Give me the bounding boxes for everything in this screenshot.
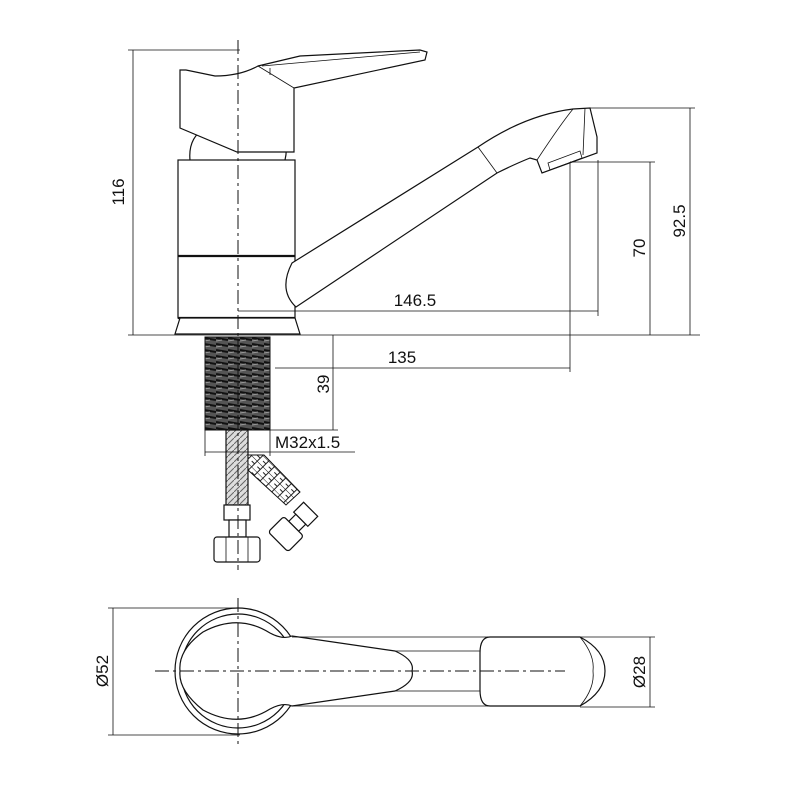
mixer-body (177, 159, 296, 319)
dim-thread: M32x1.5 (275, 433, 340, 452)
side-view: 116 92.5 70 146.5 135 39 M32x1.5 (109, 40, 700, 570)
dim-total-height: 116 (109, 178, 128, 205)
dim-spout-top-height: 92.5 (670, 204, 689, 237)
hose-nut (213, 536, 261, 563)
spout (285, 107, 598, 308)
top-view: Ø52 Ø28 (93, 598, 655, 745)
dim-spout-reach: 146.5 (394, 291, 437, 310)
lever-handle (179, 49, 428, 153)
hose-nut-angled (268, 517, 303, 552)
dim-base-diameter: Ø52 (93, 655, 112, 687)
supply-hose-straight (225, 429, 249, 506)
dim-spout-diameter: Ø28 (630, 656, 649, 688)
supply-hose-angled (247, 454, 301, 506)
dimension-lines (128, 49, 700, 456)
handle-top (179, 622, 413, 720)
top-dimension-lines (108, 607, 655, 736)
dim-outlet-height: 70 (630, 239, 649, 258)
dim-outlet-distance: 135 (388, 348, 416, 367)
dim-shank-length: 39 (314, 375, 333, 394)
